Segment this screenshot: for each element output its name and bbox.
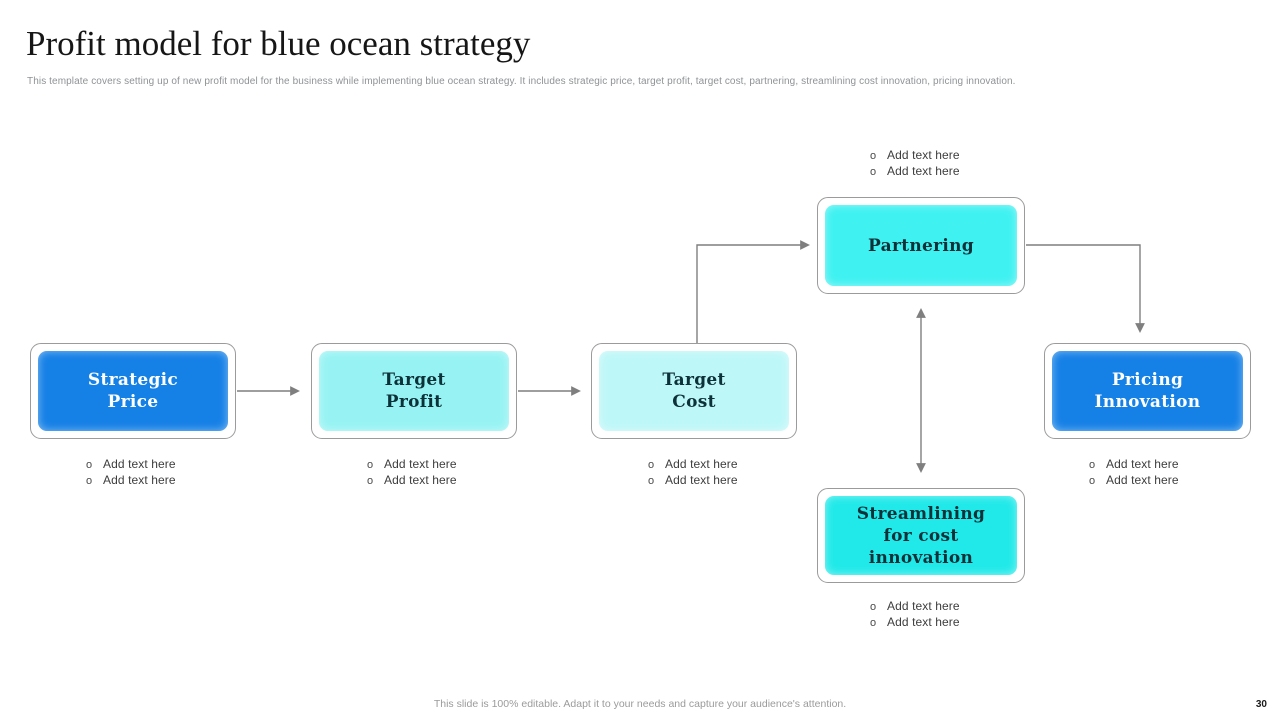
- slide-footer-note: This slide is 100% editable. Adapt it to…: [433, 698, 847, 710]
- bullet-circle-icon: o: [870, 150, 877, 162]
- node-target-profit[interactable]: Target Profit: [311, 343, 517, 439]
- connector-target-cost-to-partnering: [696, 240, 810, 343]
- bullet-circle-icon: o: [1089, 459, 1096, 471]
- bullet-placeholder-text: Add text here: [1106, 457, 1179, 471]
- bullet-placeholder-text: Add text here: [103, 473, 176, 487]
- node-target-cost[interactable]: Target Cost: [591, 343, 797, 439]
- bullet-item[interactable]: o Add text here: [367, 473, 457, 489]
- bullets-pricing-innovation: o Add text here o Add text here: [1089, 457, 1179, 489]
- slide-subtitle: This template covers setting up of new p…: [27, 76, 1016, 87]
- connector-partnering-to-pricing-innovation: [1026, 244, 1145, 333]
- node-streamlining-for-cost-innovation[interactable]: Streamlining for cost innovation: [817, 488, 1025, 583]
- bullet-placeholder-text: Add text here: [1106, 473, 1179, 487]
- node-strategic-price-label: Strategic Price: [87, 370, 179, 412]
- bullet-circle-icon: o: [367, 459, 374, 471]
- bullet-placeholder-text: Add text here: [887, 615, 960, 629]
- bullet-placeholder-text: Add text here: [887, 148, 960, 162]
- bullet-item[interactable]: o Add text here: [870, 164, 960, 180]
- node-target-profit-label: Target Profit: [382, 370, 446, 412]
- node-streamlining-shape: Streamlining for cost innovation: [825, 496, 1017, 575]
- slide-title: Profit model for blue ocean strategy: [26, 24, 531, 63]
- node-pricing-innovation[interactable]: Pricing Innovation: [1044, 343, 1251, 439]
- node-strategic-price[interactable]: Strategic Price: [30, 343, 236, 439]
- bullets-target-profit: o Add text here o Add text here: [367, 457, 457, 489]
- bullet-circle-icon: o: [1089, 475, 1096, 487]
- bullets-streamlining: o Add text here o Add text here: [870, 599, 960, 631]
- bullet-item[interactable]: o Add text here: [870, 148, 960, 164]
- node-pricing-innovation-shape: Pricing Innovation: [1052, 351, 1243, 431]
- bullet-circle-icon: o: [367, 475, 374, 487]
- bullet-circle-icon: o: [648, 459, 655, 471]
- node-pricing-innovation-label: Pricing Innovation: [1094, 370, 1201, 412]
- bullet-placeholder-text: Add text here: [665, 457, 738, 471]
- bullet-circle-icon: o: [86, 475, 93, 487]
- bullet-placeholder-text: Add text here: [384, 457, 457, 471]
- bullet-circle-icon: o: [870, 617, 877, 629]
- bullet-circle-icon: o: [870, 601, 877, 613]
- bullet-placeholder-text: Add text here: [887, 164, 960, 178]
- bullet-item[interactable]: o Add text here: [367, 457, 457, 473]
- bullet-item[interactable]: o Add text here: [86, 457, 176, 473]
- bullets-target-cost: o Add text here o Add text here: [648, 457, 738, 489]
- node-partnering-label: Partnering: [868, 235, 974, 256]
- node-strategic-price-shape: Strategic Price: [38, 351, 228, 431]
- node-target-profit-shape: Target Profit: [319, 351, 509, 431]
- bullets-partnering: o Add text here o Add text here: [870, 148, 960, 180]
- node-partnering-shape: Partnering: [825, 205, 1017, 286]
- bullet-placeholder-text: Add text here: [384, 473, 457, 487]
- bullet-circle-icon: o: [648, 475, 655, 487]
- node-streamlining-label: Streamlining for cost innovation: [856, 503, 986, 568]
- bullet-item[interactable]: o Add text here: [648, 473, 738, 489]
- bullet-placeholder-text: Add text here: [665, 473, 738, 487]
- bullet-item[interactable]: o Add text here: [86, 473, 176, 489]
- bullet-item[interactable]: o Add text here: [870, 599, 960, 615]
- node-target-cost-label: Target Cost: [662, 370, 726, 412]
- bullet-placeholder-text: Add text here: [103, 457, 176, 471]
- bullet-circle-icon: o: [870, 166, 877, 178]
- bullet-item[interactable]: o Add text here: [870, 615, 960, 631]
- bullet-item[interactable]: o Add text here: [648, 457, 738, 473]
- bullet-item[interactable]: o Add text here: [1089, 457, 1179, 473]
- node-target-cost-shape: Target Cost: [599, 351, 789, 431]
- bullet-circle-icon: o: [86, 459, 93, 471]
- page-number: 30: [1255, 699, 1267, 710]
- node-partnering[interactable]: Partnering: [817, 197, 1025, 294]
- bullet-item[interactable]: o Add text here: [1089, 473, 1179, 489]
- bullets-strategic-price: o Add text here o Add text here: [86, 457, 176, 489]
- bullet-placeholder-text: Add text here: [887, 599, 960, 613]
